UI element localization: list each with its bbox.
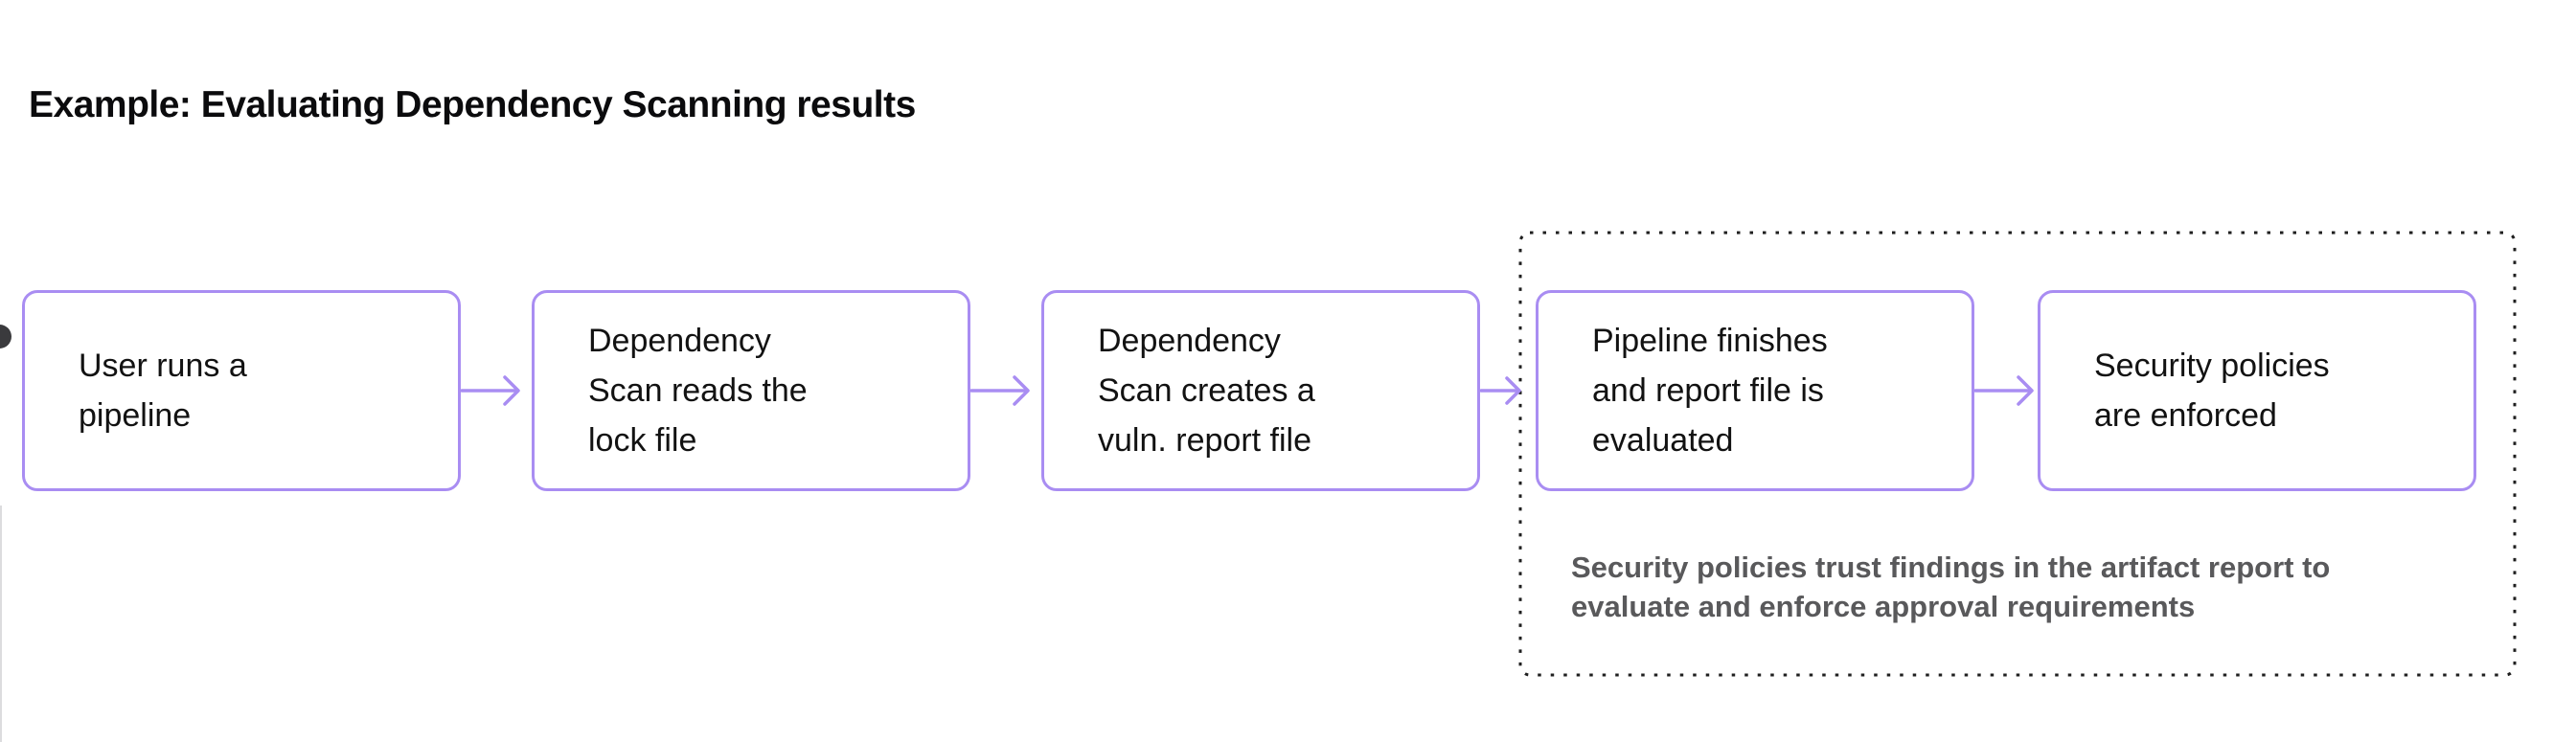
arrow-right-icon xyxy=(1480,376,1521,405)
arrow-right-icon xyxy=(461,375,520,406)
flow-step-scan-creates-report: Dependency Scan creates a vuln. report f… xyxy=(1041,290,1480,491)
flow-step-label: Dependency Scan creates a vuln. report f… xyxy=(1098,323,1315,459)
flow-step-label: User runs a pipeline xyxy=(79,348,247,434)
flow-step-policies-enforced: Security policies are enforced xyxy=(2038,290,2476,491)
flow-step-pipeline-finishes-evaluated: Pipeline finishes and report file is eva… xyxy=(1536,290,1974,491)
flow-step-label: Security policies are enforced xyxy=(2094,348,2330,434)
page-title: Example: Evaluating Dependency Scanning … xyxy=(29,84,916,125)
policy-group-note: Security policies trust findings in the … xyxy=(1571,551,2331,623)
dotted-border xyxy=(1518,231,2517,677)
flow-step-label: Dependency Scan reads the lock file xyxy=(588,323,808,459)
arrow-right-icon xyxy=(970,375,1030,406)
flow-step-user-runs-pipeline: User runs a pipeline xyxy=(22,290,461,491)
arrow-right-icon xyxy=(1974,375,2034,406)
flow-step-scan-reads-lock-file: Dependency Scan reads the lock file xyxy=(532,290,970,491)
flow-step-label: Pipeline finishes and report file is eva… xyxy=(1592,323,1828,459)
page-edge-line xyxy=(0,506,2,742)
policy-evaluation-group: Security policies trust findings in the … xyxy=(1518,231,2517,677)
clipped-circle-decoration xyxy=(0,325,11,349)
